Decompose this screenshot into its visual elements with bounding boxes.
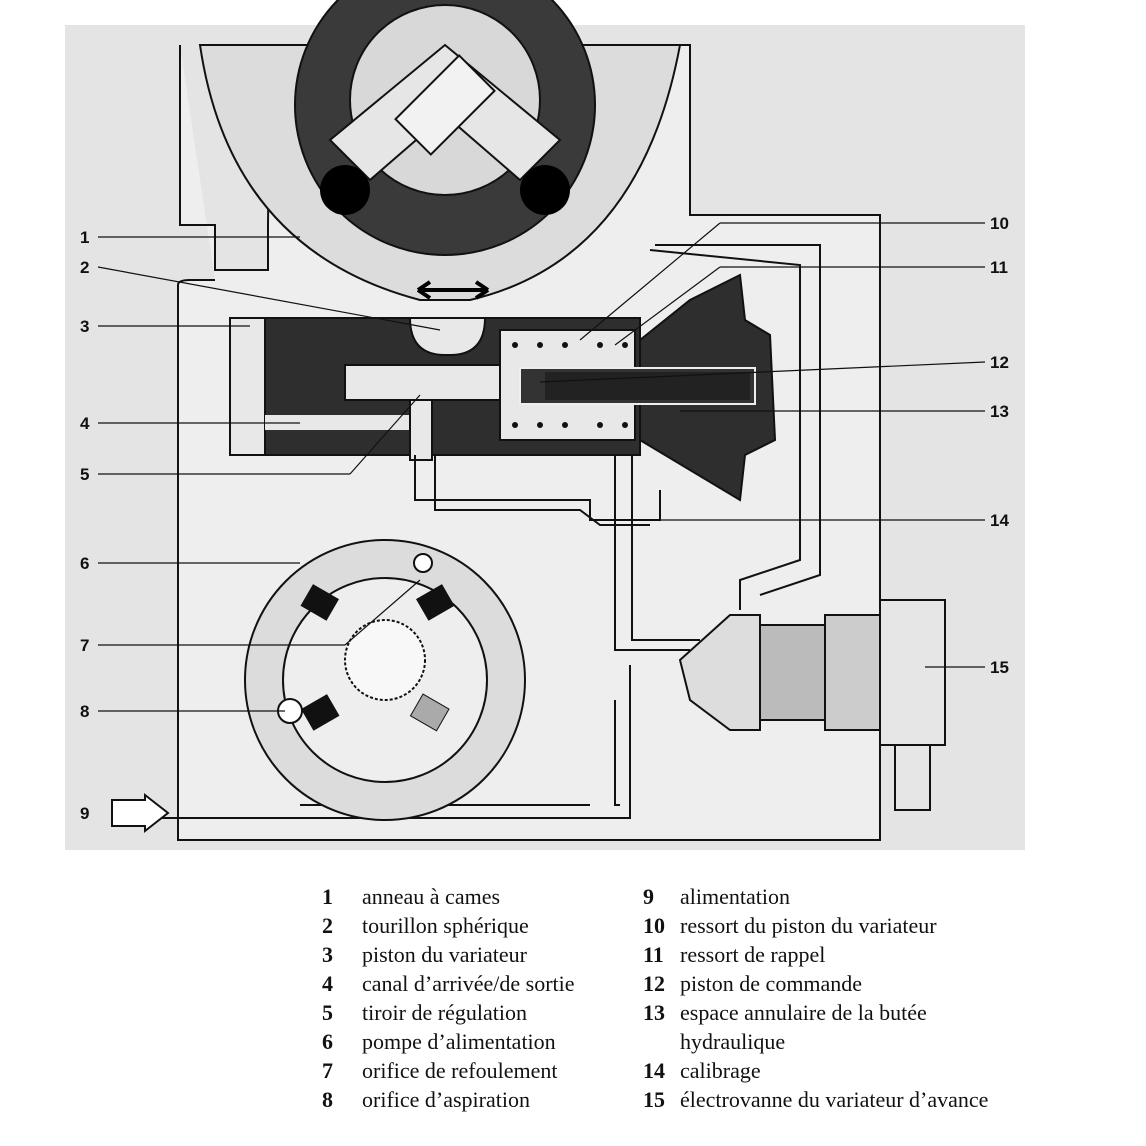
- callout-3: 3: [80, 317, 89, 336]
- callout-4: 4: [80, 414, 90, 433]
- legend-text: orifice de refoulement: [362, 1058, 558, 1083]
- legend-item: 11 ressort de rappel: [643, 940, 988, 969]
- legend-number: 13: [643, 1000, 665, 1025]
- legend-item: 7 orifice de refoulement: [322, 1056, 575, 1085]
- legend-number: 7: [322, 1058, 333, 1083]
- callout-10: 10: [990, 214, 1009, 233]
- legend-number: 5: [322, 1000, 333, 1025]
- supply-pump: [244, 539, 526, 821]
- legend-number: 2: [322, 913, 333, 938]
- legend-text: tiroir de régulation: [362, 1000, 527, 1025]
- legend-item: 3 piston du variateur: [322, 940, 575, 969]
- legend-item: 12 piston de commande: [643, 969, 988, 998]
- callout-lines: [97, 222, 986, 712]
- legend-item: 14 calibrage: [643, 1056, 988, 1085]
- legend-item: 15 électrovanne du variateur d’avance: [643, 1085, 988, 1114]
- callouts-left: 1 2 3 4 5 6 7 8 9: [80, 228, 90, 823]
- callout-2: 2: [80, 258, 89, 277]
- legend-item-continuation: hydraulique: [643, 1027, 988, 1056]
- callout-15: 15: [990, 658, 1009, 677]
- legend-number: 10: [643, 913, 665, 938]
- legend-column-2: 9 alimentation 10 ressort du piston du var…: [643, 882, 988, 1114]
- legend-text: ressort du piston du variateur: [680, 913, 937, 938]
- callout-6: 6: [80, 554, 89, 573]
- legend-item: 8 orifice d’aspiration: [322, 1085, 575, 1114]
- callout-8: 8: [80, 702, 89, 721]
- legend-column-1: 1 anneau à cames 2 tourillon sphérique 3 pi…: [322, 882, 575, 1114]
- callout-9: 9: [80, 804, 89, 823]
- legend-item: 2 tourillon sphérique: [322, 911, 575, 940]
- double-arrow-icon: [416, 280, 490, 300]
- inlet-arrow-icon: [111, 792, 170, 834]
- legend-text: ressort de rappel: [680, 942, 826, 967]
- callout-11: 11: [990, 258, 1008, 277]
- legend-text: électrovanne du variateur d’avance: [680, 1087, 989, 1112]
- callout-13: 13: [990, 402, 1009, 421]
- legend-item: 4 canal d’arrivée/de sortie: [322, 969, 575, 998]
- legend-item: 5 tiroir de régulation: [322, 998, 575, 1027]
- callout-1: 1: [80, 228, 89, 247]
- legend-text: piston de commande: [680, 971, 863, 996]
- callout-14: 14: [990, 511, 1009, 530]
- callout-7: 7: [80, 636, 89, 655]
- callout-12: 12: [990, 353, 1009, 372]
- legend-number: 1: [322, 884, 333, 909]
- legend-number: 6: [322, 1029, 333, 1054]
- injection-timing-device-diagram: 1 2 3 4 5 6 7 8 9 10 11 12 13 14 15: [65, 0, 1025, 850]
- legend-text: anneau à cames: [362, 884, 501, 909]
- legend-number: 9: [643, 884, 654, 909]
- legend-number: 14: [643, 1058, 665, 1083]
- legend-number: 4: [322, 971, 333, 996]
- callouts-right: 10 11 12 13 14 15: [990, 214, 1009, 677]
- legend-text: piston du variateur: [362, 942, 527, 967]
- legend-text: calibrage: [680, 1058, 761, 1083]
- legend-item: 9 alimentation: [643, 882, 988, 911]
- legend-text: canal d’arrivée/de sortie: [362, 971, 575, 996]
- legend-text: pompe d’alimentation: [362, 1029, 556, 1054]
- legend-number: 15: [643, 1087, 665, 1112]
- cam-ring: [198, 0, 682, 301]
- timing-piston: [229, 317, 641, 461]
- legend-text: alimentation: [680, 884, 790, 909]
- legend-item: 10 ressort du piston du variateur: [643, 911, 988, 940]
- legend-text: hydraulique: [680, 1029, 786, 1054]
- legend-text: tourillon sphérique: [362, 913, 529, 938]
- callout-5: 5: [80, 465, 89, 484]
- legend-item: 6 pompe d’alimentation: [322, 1027, 575, 1056]
- legend-item: 1 anneau à cames: [322, 882, 575, 911]
- legend-number: 12: [643, 971, 665, 996]
- legend-number: 8: [322, 1087, 333, 1112]
- legend-item: 13 espace annulaire de la butée: [643, 998, 988, 1027]
- solenoid-valve: [678, 599, 946, 811]
- legend-number: 11: [643, 942, 664, 967]
- control-piston: [519, 273, 777, 502]
- legend-text: orifice d’aspiration: [362, 1087, 530, 1112]
- legend-text: espace annulaire de la butée: [680, 1000, 927, 1025]
- legend-number: 3: [322, 942, 333, 967]
